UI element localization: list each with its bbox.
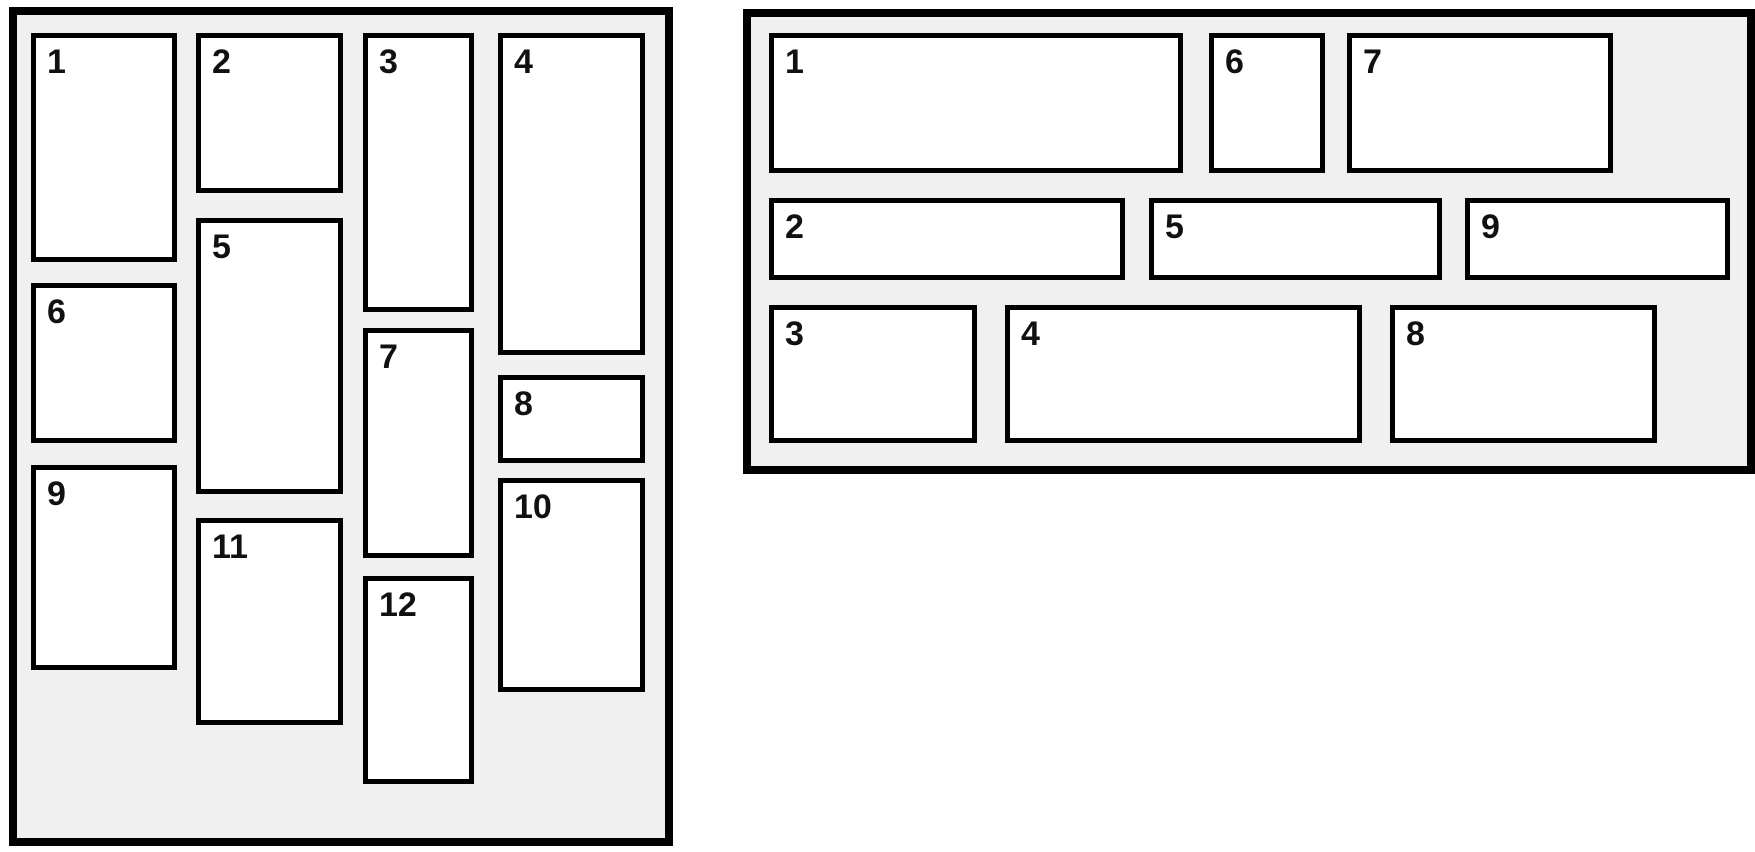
box-number-label: 7 (379, 338, 398, 376)
rows-box-5: 5 (1149, 198, 1442, 280)
masonry-box-9: 9 (31, 465, 177, 670)
box-number-label: 12 (379, 586, 417, 624)
box-number-label: 5 (212, 228, 231, 266)
box-number-label: 8 (514, 385, 533, 423)
rows-box-3: 3 (769, 305, 977, 443)
box-number-label: 10 (514, 488, 552, 526)
rows-box-8: 8 (1390, 305, 1657, 443)
masonry-box-12: 12 (363, 576, 474, 784)
masonry-box-11: 11 (196, 518, 343, 725)
box-number-label: 9 (47, 475, 66, 513)
box-number-label: 2 (785, 208, 804, 246)
masonry-box-8: 8 (498, 375, 645, 463)
box-number-label: 9 (1481, 208, 1500, 246)
box-number-label: 5 (1165, 208, 1184, 246)
box-number-label: 4 (514, 43, 533, 81)
rows-box-6: 6 (1209, 33, 1325, 173)
masonry-box-6: 6 (31, 283, 177, 443)
box-number-label: 1 (785, 43, 804, 81)
masonry-box-5: 5 (196, 218, 343, 494)
rows-box-7: 7 (1347, 33, 1613, 173)
masonry-box-3: 3 (363, 33, 474, 312)
masonry-box-2: 2 (196, 33, 343, 193)
box-number-label: 1 (47, 43, 66, 81)
masonry-box-10: 10 (498, 478, 645, 692)
box-number-label: 8 (1406, 315, 1425, 353)
box-number-label: 3 (785, 315, 804, 353)
rows-box-4: 4 (1005, 305, 1362, 443)
box-number-label: 6 (1225, 43, 1244, 81)
box-number-label: 4 (1021, 315, 1040, 353)
masonry-box-7: 7 (363, 328, 474, 558)
box-number-label: 7 (1363, 43, 1382, 81)
box-number-label: 6 (47, 293, 66, 331)
rows-box-2: 2 (769, 198, 1125, 280)
box-number-label: 3 (379, 43, 398, 81)
rows-box-1: 1 (769, 33, 1183, 173)
box-number-label: 11 (212, 528, 248, 566)
masonry-box-1: 1 (31, 33, 177, 262)
rows-layout-panel: 1 2 3 4 5 6 7 8 9 (743, 9, 1755, 474)
masonry-box-4: 4 (498, 33, 645, 355)
box-number-label: 2 (212, 43, 231, 81)
rows-box-9: 9 (1465, 198, 1730, 280)
